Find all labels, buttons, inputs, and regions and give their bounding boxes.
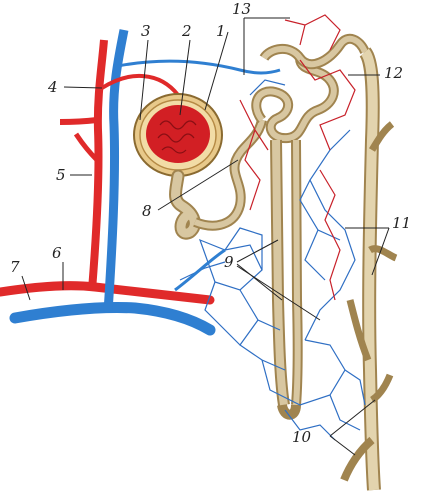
arcuate-vessels bbox=[0, 29, 281, 336]
label-11: 11 bbox=[392, 214, 412, 232]
arcuate-vein bbox=[9, 301, 216, 336]
interlobular-vein bbox=[103, 29, 129, 313]
label-1: 1 bbox=[216, 22, 226, 40]
label-3: 3 bbox=[141, 22, 151, 40]
label-13: 13 bbox=[232, 0, 252, 18]
interlobular-artery bbox=[88, 39, 108, 291]
label-6: 6 bbox=[52, 244, 62, 262]
label-7: 7 bbox=[10, 258, 20, 276]
label-5: 5 bbox=[56, 166, 66, 184]
afferent-arteriole bbox=[100, 74, 180, 97]
glomerulus bbox=[146, 105, 210, 163]
label-2: 2 bbox=[182, 22, 192, 40]
artery-branch bbox=[59, 117, 98, 125]
capillary-network bbox=[174, 14, 366, 441]
label-4: 4 bbox=[48, 78, 58, 96]
artery-branch bbox=[73, 132, 99, 162]
leader-lines bbox=[21, 17, 390, 456]
tubules bbox=[169, 33, 398, 491]
vein-branch bbox=[117, 59, 281, 75]
label-8: 8 bbox=[142, 202, 152, 220]
renal-corpuscle bbox=[133, 93, 223, 177]
label-12: 12 bbox=[384, 64, 404, 82]
label-10: 10 bbox=[292, 428, 312, 446]
label-9: 9 bbox=[224, 253, 234, 271]
